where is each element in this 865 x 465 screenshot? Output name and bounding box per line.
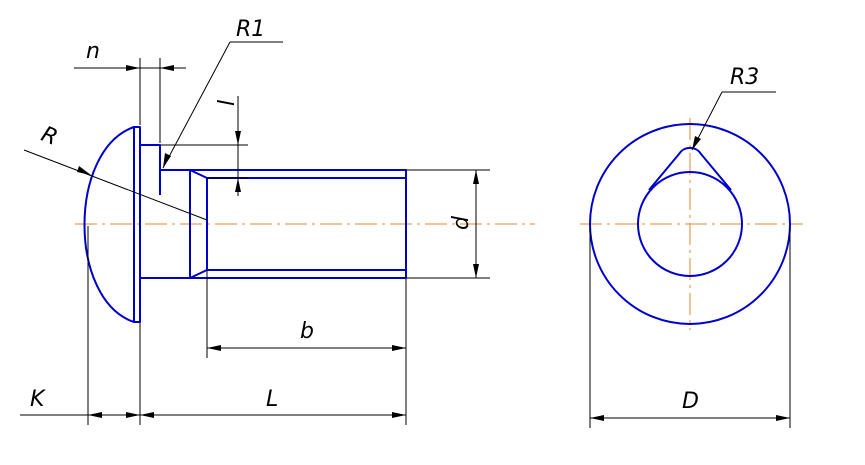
label-r1: R1	[236, 17, 265, 42]
label-r3: R3	[730, 65, 759, 90]
neck-teardrop	[648, 147, 732, 191]
end-view	[580, 118, 803, 330]
shank	[189, 169, 407, 279]
label-l-small: l	[215, 100, 240, 106]
label-d: d	[449, 215, 474, 230]
side-view-dimensions: n R1 l R d b K	[20, 17, 490, 425]
head-face	[133, 126, 141, 323]
end-view-dimensions: R3 D	[589, 65, 791, 428]
head-outer-circle	[589, 123, 791, 325]
head-dome	[83, 126, 135, 323]
label-d-big: D	[682, 389, 699, 414]
shank-circle	[637, 171, 743, 277]
label-b: b	[300, 319, 314, 344]
label-r: R	[37, 122, 61, 151]
label-l: L	[266, 387, 278, 412]
label-k: K	[30, 387, 46, 412]
side-view	[75, 126, 535, 323]
label-n: n	[86, 39, 100, 64]
